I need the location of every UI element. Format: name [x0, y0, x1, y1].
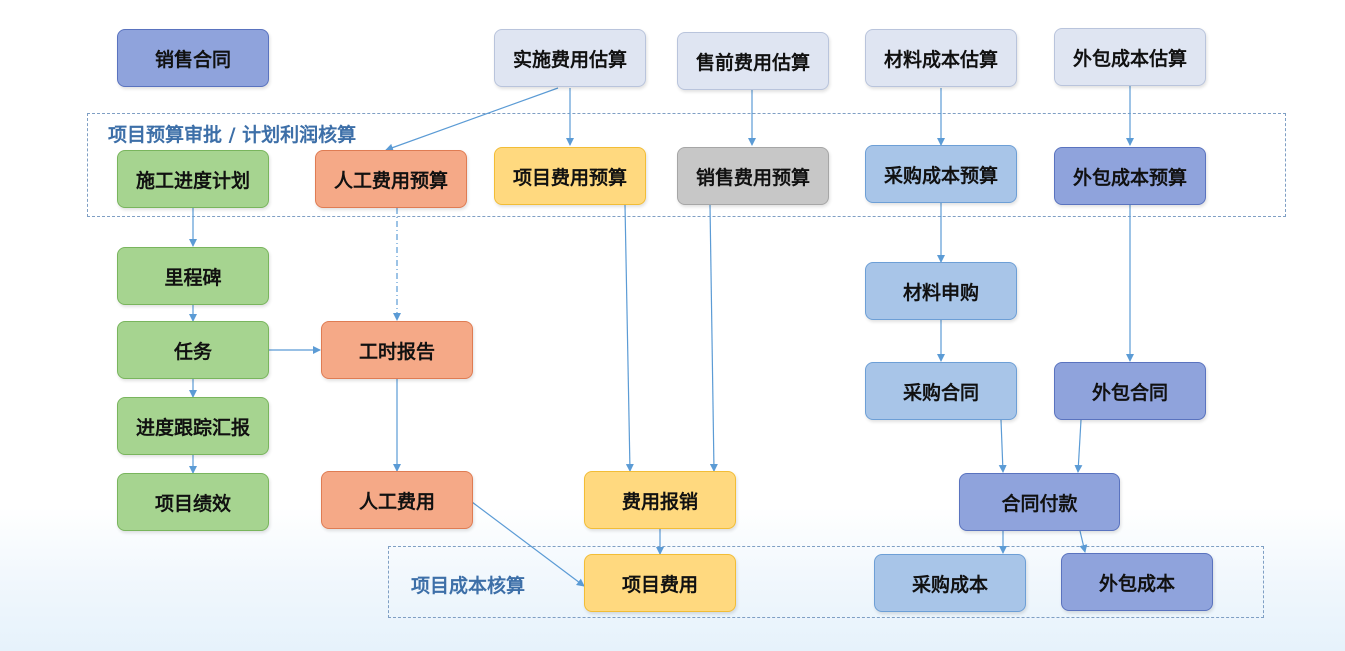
project-expense-node: 项目费用: [584, 554, 736, 612]
outsource-cost-budget-node: 外包成本预算: [1054, 147, 1206, 205]
labor-cost-node: 人工费用: [321, 471, 473, 529]
connector-project-budget-to-reimbursement: [624, 204, 634, 472]
sales-cost-budget-node: 销售费用预算: [677, 147, 829, 205]
project-cost-budget-node: 项目费用预算: [494, 147, 646, 205]
outsource-cost-estimate-node: 外包成本估算: [1054, 28, 1206, 86]
expense-reimbursement-node: 费用报销: [584, 471, 736, 529]
impl-cost-estimate-node: 实施费用估算: [494, 29, 646, 87]
outsource-cost-node: 外包成本: [1061, 553, 1213, 611]
connector-impl-to-labor-budget: [385, 87, 559, 152]
construction-schedule-node: 施工进度计划: [117, 150, 269, 208]
timesheet-node: 工时报告: [321, 321, 473, 379]
cost-region: [388, 546, 1264, 618]
connector-sales-budget-to-reimbursement: [709, 204, 718, 472]
material-requisition-node: 材料申购: [865, 262, 1017, 320]
labor-cost-budget-node: 人工费用预算: [315, 150, 467, 208]
budget-region-label: 项目预算审批 / 计划利润核算: [108, 124, 357, 146]
progress-report-node: 进度跟踪汇报: [117, 397, 269, 455]
connector-purchase-contract-to-payment: [998, 419, 1007, 473]
contract-payment-node: 合同付款: [959, 473, 1120, 531]
budget-region: [87, 113, 1286, 217]
sales-contract-node: 销售合同: [117, 29, 269, 87]
connector-labor-cost-to-project-expense: [471, 501, 585, 587]
outsource-contract-node: 外包合同: [1054, 362, 1206, 420]
purchase-cost-node: 采购成本: [874, 554, 1026, 612]
task-node: 任务: [117, 321, 269, 379]
project-performance-node: 项目绩效: [117, 473, 269, 531]
connector-payment-to-outsource-cost: [1079, 530, 1088, 553]
material-cost-estimate-node: 材料成本估算: [865, 29, 1017, 87]
purchase-contract-node: 采购合同: [865, 362, 1017, 420]
milestone-node: 里程碑: [117, 247, 269, 305]
purchase-cost-budget-node: 采购成本预算: [865, 145, 1017, 203]
connector-outsource-contract-to-payment: [1074, 419, 1083, 473]
presales-cost-estimate-node: 售前费用估算: [677, 32, 829, 90]
cost-region-label: 项目成本核算: [411, 575, 526, 597]
